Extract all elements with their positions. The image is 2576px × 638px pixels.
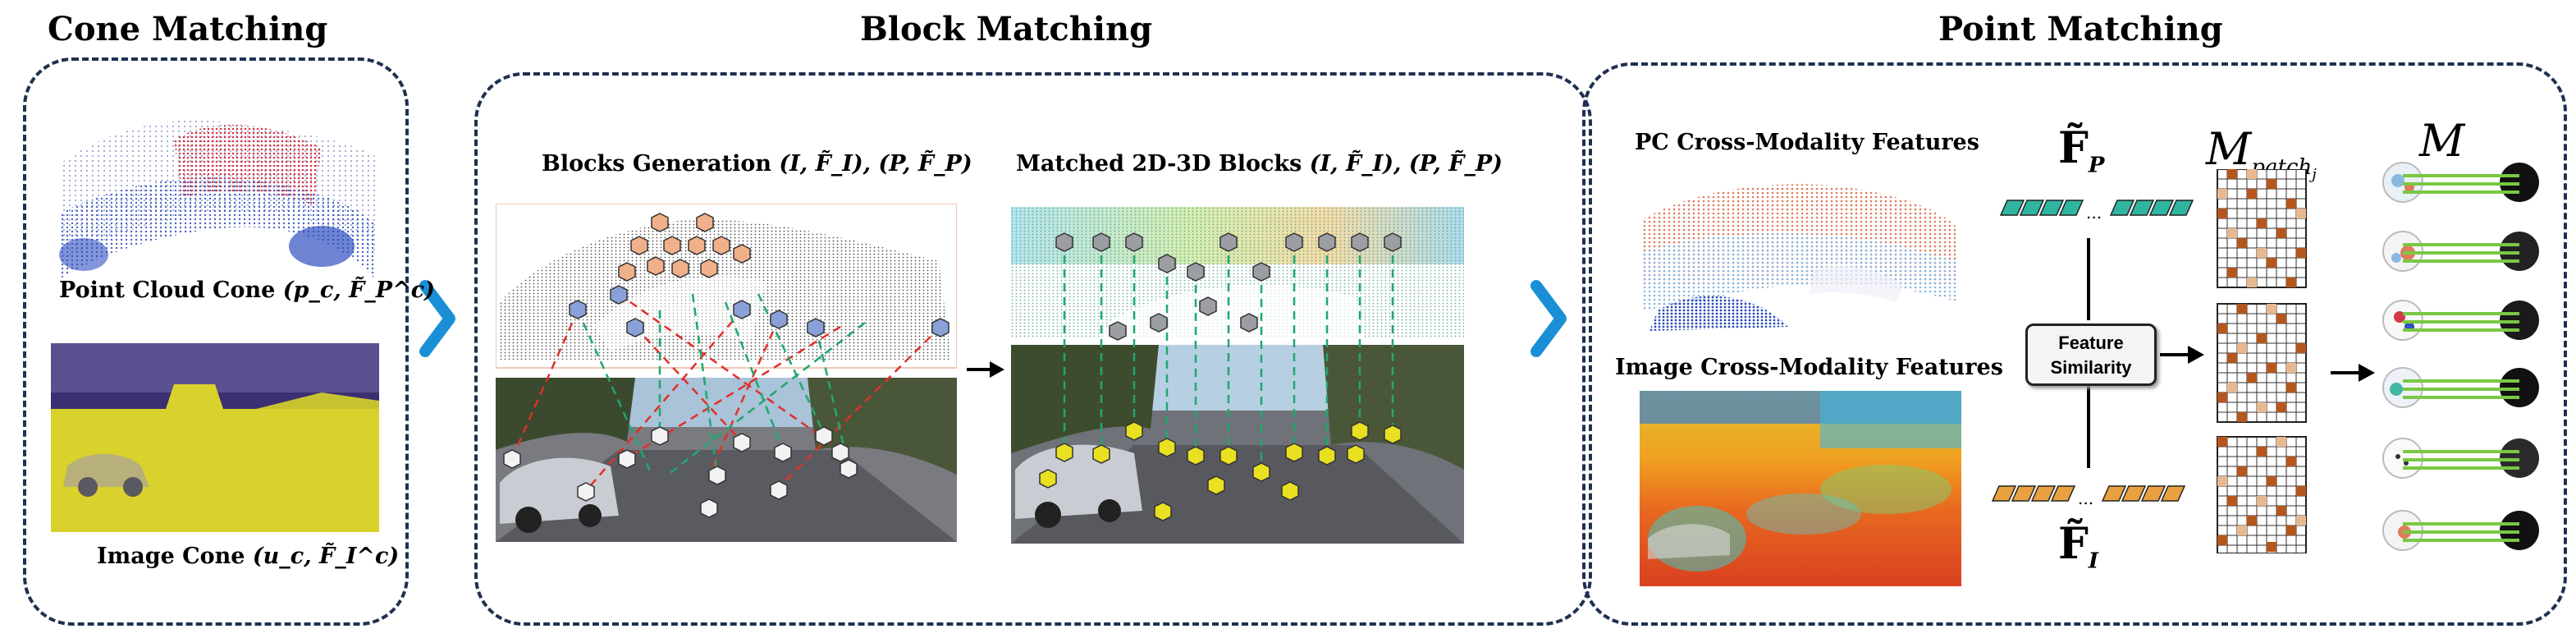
fp-label: F̃P [2058,123,2105,178]
fi-label: F̃I [2058,519,2099,574]
point-matching-panel [1582,62,2567,626]
block-matching-panel [474,72,1592,626]
chevron-right-icon [1531,280,1567,357]
chevron-right-icon [419,280,455,357]
image-cone-image [51,343,379,532]
point-cloud-cone-caption: Point Cloud Cone (p_c, F̃_P^c) [59,278,435,303]
arrow-right-icon [2160,346,2204,364]
blocks-generation-math: (I, F̃_I), (P, F̃_P) [779,151,972,177]
m-label: M [2419,115,2465,167]
svg-text:...: ... [2086,203,2102,223]
svg-text:...: ... [2078,489,2093,508]
arrow-right-icon [2331,364,2375,382]
image-cone-caption: Image Cone (u_c, F̃_I^c) [97,544,400,569]
blocks-generation-caption: Blocks Generation (I, F̃_I), (P, F̃_P) [542,151,972,177]
point-match-row [2382,300,2539,341]
block-matching-title: Block Matching [860,10,1153,48]
matched-blocks-math: (I, F̃_I), (P, F̃_P) [1309,151,1503,177]
fi-feature-vectors: ... [1991,485,2186,508]
cone-matching-title: Cone Matching [48,10,328,48]
point-match-row [2382,367,2539,408]
matched-blocks-figure [1011,207,1464,544]
point-matches-column [2382,162,2539,551]
img-features-caption: Image Cross-Modality Features [1615,355,2003,380]
pc-features-caption: PC Cross-Modality Features [1635,130,1979,155]
point-cloud-cone-image [59,120,375,279]
patch-matrix [2217,169,2307,288]
arrow-right-icon [967,361,1004,378]
patch-matrix [2217,303,2307,423]
pc-features-image [1641,184,1957,331]
feature-similarity-box: Feature Similarity [2025,324,2157,386]
blocks-generation-figure [496,204,957,542]
point-match-row [2382,510,2539,551]
image-cone-math: (u_c, F̃_I^c) [252,544,400,569]
cone-matching-panel [23,57,409,626]
patch-matrices: ⋮ ⋮ [2217,169,2307,553]
point-match-row [2382,231,2539,272]
point-matching-title: Point Matching [1938,10,2223,48]
point-cloud-cone-math: (p_c, F̃_P^c) [282,278,435,303]
fp-feature-vectors: ... [1999,200,2194,223]
similarity-connectors [2087,238,2090,468]
matched-blocks-caption: Matched 2D-3D Blocks (I, F̃_I), (P, F̃_P… [1016,151,1503,177]
point-match-row [2382,162,2539,203]
patch-matrix [2217,436,2307,553]
img-features-image [1640,391,1961,586]
point-match-row [2382,438,2539,479]
